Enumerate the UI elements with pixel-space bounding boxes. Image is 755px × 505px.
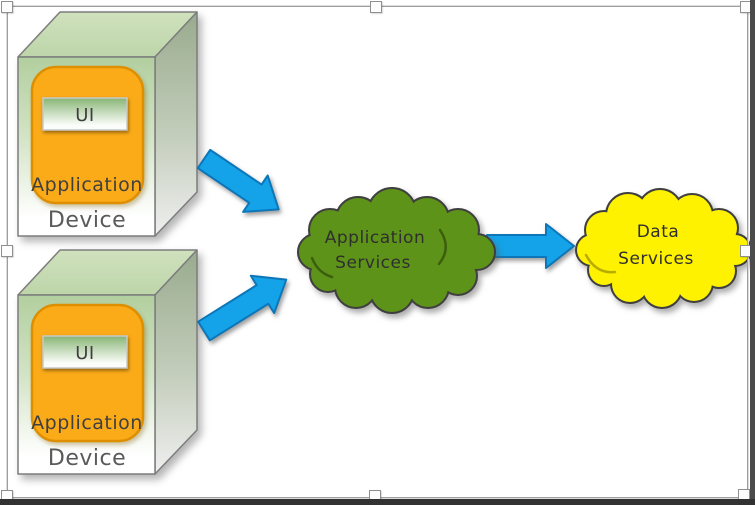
arrow-device1-to-app-services bbox=[196, 148, 280, 213]
application-services-cloud: Application Services bbox=[297, 187, 496, 314]
device2-device-label: Device bbox=[48, 446, 126, 471]
device1-ui-bar bbox=[42, 97, 128, 131]
selection-handle-top-middle[interactable] bbox=[370, 1, 382, 13]
device2-ui-label: UI bbox=[75, 343, 94, 364]
data-services-label-line1: Data bbox=[637, 222, 680, 242]
application-services-label-line1: Application bbox=[325, 228, 426, 248]
arrow-device2-to-app-services bbox=[197, 274, 288, 342]
arrow-app-services-to-data-services bbox=[486, 223, 575, 269]
device-box-1: UI Application Device bbox=[17, 11, 198, 237]
selection-handle-left-middle[interactable] bbox=[1, 245, 13, 257]
selection-handle-top-left[interactable] bbox=[1, 1, 13, 13]
window-bottom-edge bbox=[0, 499, 755, 505]
window-right-edge bbox=[750, 0, 755, 505]
application-services-label-line2: Services bbox=[335, 253, 411, 273]
cloud-inner-detail bbox=[584, 253, 617, 274]
device2-ui-bar bbox=[42, 335, 128, 369]
cloud-inner-detail bbox=[310, 256, 334, 279]
data-services-cloud: Data Services bbox=[575, 188, 752, 309]
device1-device-label: Device bbox=[48, 208, 126, 233]
device-box-2: UI Application Device bbox=[17, 249, 198, 475]
device1-ui-label: UI bbox=[75, 105, 94, 126]
cloud-inner-detail bbox=[437, 228, 447, 266]
device1-application-label: Application bbox=[31, 174, 143, 196]
data-services-label-line2: Services bbox=[618, 249, 694, 269]
device2-application-label: Application bbox=[31, 412, 143, 434]
selection-border[interactable] bbox=[7, 6, 748, 498]
